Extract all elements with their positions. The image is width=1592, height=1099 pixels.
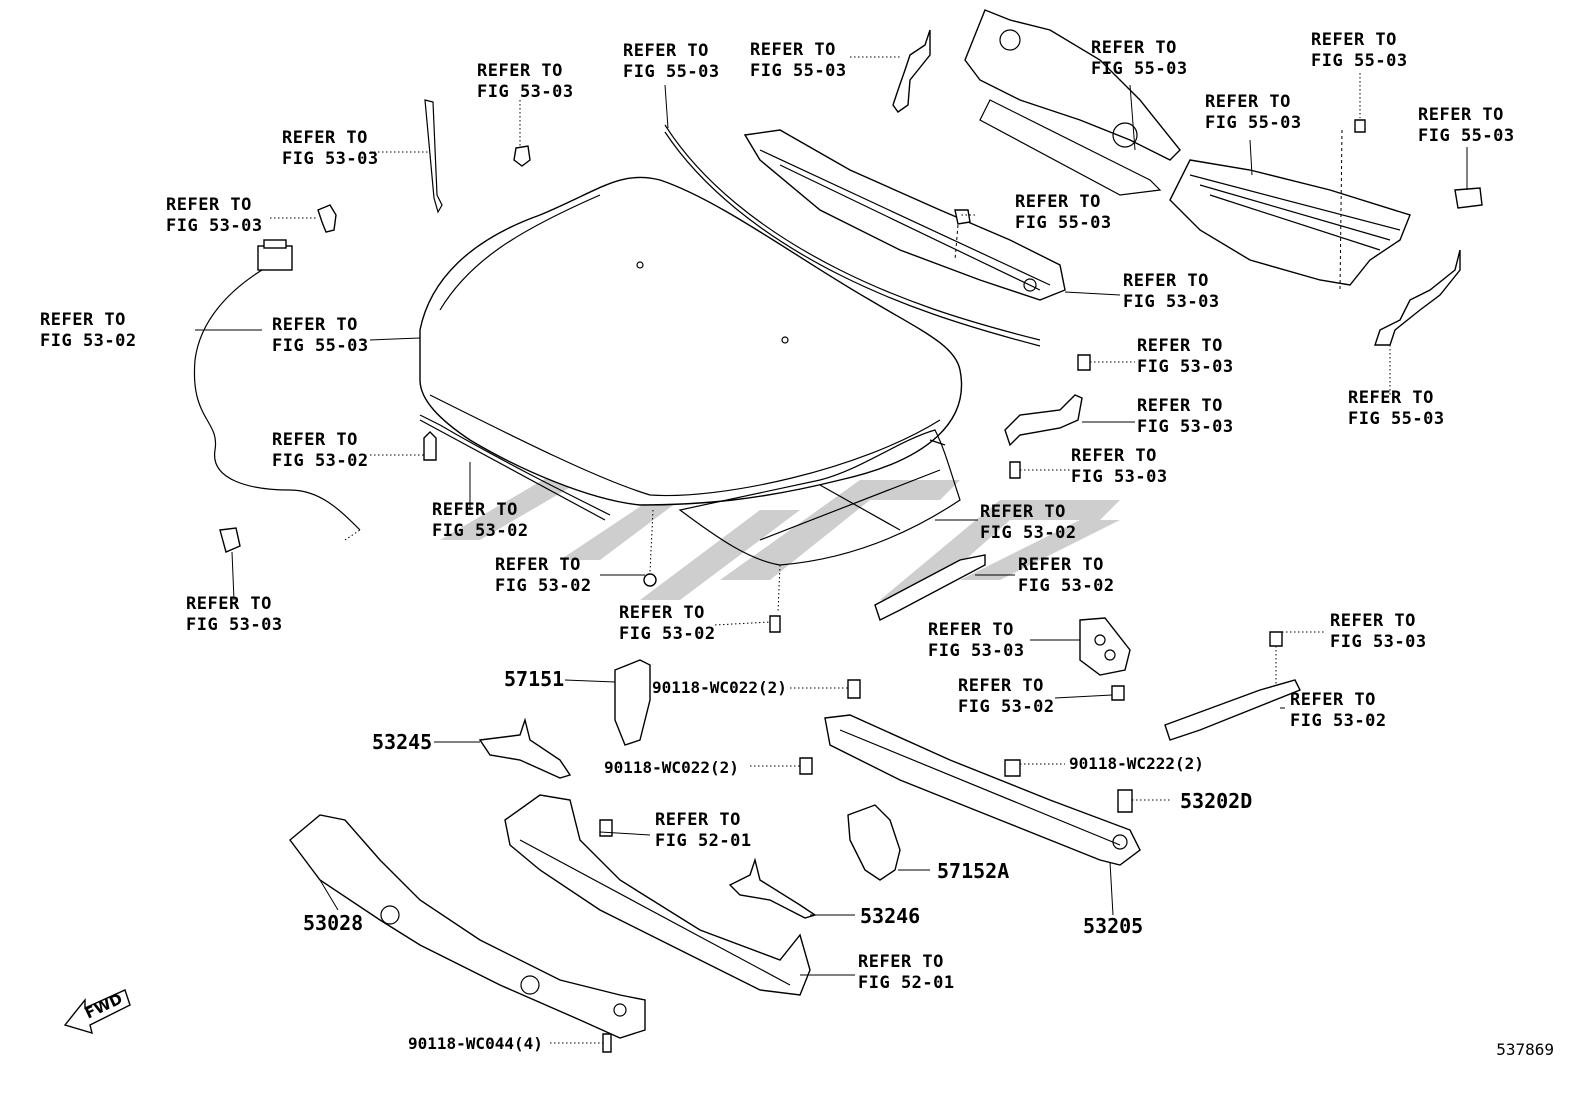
refer-label: REFER TO FIG 53-03 <box>1071 446 1168 487</box>
clip-part <box>423 431 437 461</box>
hood-insulator-frame <box>678 429 961 566</box>
hood-hinge <box>1004 394 1083 447</box>
refer-label: REFER TO FIG 53-03 <box>477 61 574 102</box>
grommet <box>643 573 657 587</box>
hood-lock-bolt <box>1111 685 1125 701</box>
clip-part <box>1269 631 1283 647</box>
refer-label: REFER TO FIG 55-03 <box>1015 192 1112 233</box>
clip-part <box>219 527 241 553</box>
radiator-support-seal <box>1164 679 1301 741</box>
cowl-top-ventilator-left <box>743 129 1066 301</box>
refer-label: REFER TO FIG 55-03 <box>1205 92 1302 133</box>
refer-label: REFER TO FIG 55-03 <box>750 40 847 81</box>
bolt-part <box>847 679 861 699</box>
part-53202D-cushion <box>1117 789 1133 813</box>
bolt-label: 90118-WC022(2) <box>652 678 787 697</box>
refer-label: REFER TO FIG 53-02 <box>432 500 529 541</box>
refer-label: REFER TO FIG 53-03 <box>166 195 263 236</box>
diagram-id: 537869 <box>1496 1040 1554 1059</box>
screw-part <box>769 615 781 633</box>
refer-label: REFER TO FIG 52-01 <box>858 952 955 993</box>
refer-label: REFER TO FIG 55-03 <box>1348 388 1445 429</box>
bolt-part <box>599 819 613 837</box>
clip-part <box>513 145 531 167</box>
part-53245-bracket <box>478 717 572 779</box>
hinge-bolt <box>1077 354 1091 371</box>
part-57151-bracket <box>614 659 651 746</box>
hood-release-cable <box>193 239 361 531</box>
refer-label: REFER TO FIG 55-03 <box>272 315 369 356</box>
part-number-53028: 53028 <box>303 911 364 935</box>
clip-part <box>1354 119 1366 133</box>
hood-front-seal <box>419 414 611 516</box>
hood-support-rod <box>424 99 443 214</box>
part-number-53246: 53246 <box>860 904 921 928</box>
bolt-part <box>1004 759 1021 777</box>
refer-label: REFER TO FIG 55-03 <box>623 41 720 82</box>
refer-label: REFER TO FIG 53-03 <box>1330 611 1427 652</box>
hood-lock-assy <box>1079 617 1131 676</box>
refer-label: REFER TO FIG 53-03 <box>1137 336 1234 377</box>
bolt-label: 90118-WC222(2) <box>1069 754 1204 773</box>
refer-label: REFER TO FIG 55-03 <box>1311 30 1408 71</box>
hood-rear-weatherstrip <box>664 124 1041 341</box>
refer-label: REFER TO FIG 53-03 <box>1123 271 1220 312</box>
refer-label: REFER TO FIG 52-01 <box>655 810 752 851</box>
radiator-seal-strip <box>874 554 986 621</box>
part-57152A-bracket <box>847 804 901 881</box>
cowl-side-bracket <box>1374 249 1461 346</box>
hood-panel <box>419 176 963 506</box>
refer-label: REFER TO FIG 53-03 <box>928 620 1025 661</box>
hinge-bolt <box>1009 461 1021 479</box>
refer-label: REFER TO FIG 53-02 <box>495 555 592 596</box>
part-53246-bracket <box>728 857 817 919</box>
refer-label: REFER TO FIG 53-02 <box>272 430 369 471</box>
refer-label: REFER TO FIG 53-02 <box>980 502 1077 543</box>
refer-label: REFER TO FIG 55-03 <box>1091 38 1188 79</box>
clip-part <box>954 209 971 225</box>
part-number-53202D: 53202D <box>1180 789 1253 813</box>
refer-label: REFER TO FIG 53-03 <box>186 594 283 635</box>
part-number-53245: 53245 <box>372 730 433 754</box>
part-53028-radiator-support-lower <box>289 814 646 1039</box>
refer-label: REFER TO FIG 53-02 <box>619 603 716 644</box>
clip-part <box>317 204 337 233</box>
leader-lines <box>195 56 1468 1044</box>
bolt-label: 90118-WC022(2) <box>604 758 739 777</box>
radiator-support-center <box>504 794 811 996</box>
cowl-panel-upper <box>964 9 1181 196</box>
bolt-part <box>799 757 813 775</box>
refer-label: REFER TO FIG 53-03 <box>1137 396 1234 437</box>
fwd-arrow-icon <box>63 989 131 1035</box>
refer-label: REFER TO FIG 55-03 <box>1418 105 1515 146</box>
refer-label: REFER TO FIG 53-02 <box>1290 690 1387 731</box>
refer-label: REFER TO FIG 53-02 <box>958 676 1055 717</box>
part-number-53205: 53205 <box>1083 914 1144 938</box>
refer-label: REFER TO FIG 53-02 <box>1018 555 1115 596</box>
cowl-upper-bracket <box>892 29 931 113</box>
refer-label: REFER TO FIG 53-03 <box>282 128 379 169</box>
bolt-part <box>602 1033 612 1053</box>
part-number-57152A: 57152A <box>937 859 1010 883</box>
cowl-top-ventilator-right <box>1169 159 1411 286</box>
part-53205-radiator-support-upper <box>824 714 1141 866</box>
cowl-end-block <box>1454 187 1483 209</box>
bolt-label: 90118-WC044(4) <box>408 1034 543 1053</box>
part-number-57151: 57151 <box>504 667 565 691</box>
refer-label: REFER TO FIG 53-02 <box>40 310 137 351</box>
